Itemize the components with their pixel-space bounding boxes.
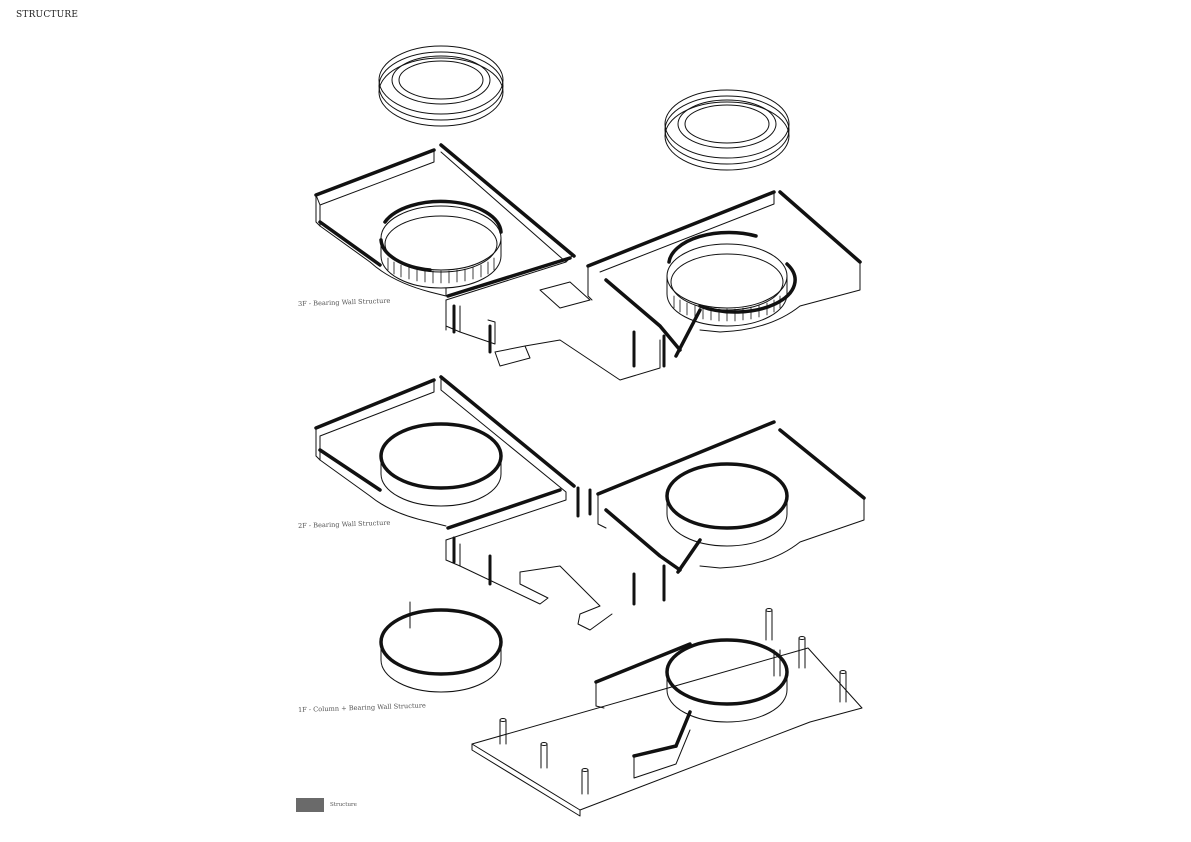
- page-title: STRUCTURE: [16, 10, 79, 20]
- roof-disc-right: [664, 89, 790, 171]
- legend-swatch: [296, 798, 324, 812]
- floor-1f-structure: [379, 601, 863, 817]
- floor-3f-structure: [314, 143, 862, 381]
- roof-disc-left: [378, 45, 504, 127]
- legend: Structure: [296, 798, 357, 812]
- legend-label: Structure: [330, 802, 357, 808]
- floor-2f-structure: [314, 375, 866, 631]
